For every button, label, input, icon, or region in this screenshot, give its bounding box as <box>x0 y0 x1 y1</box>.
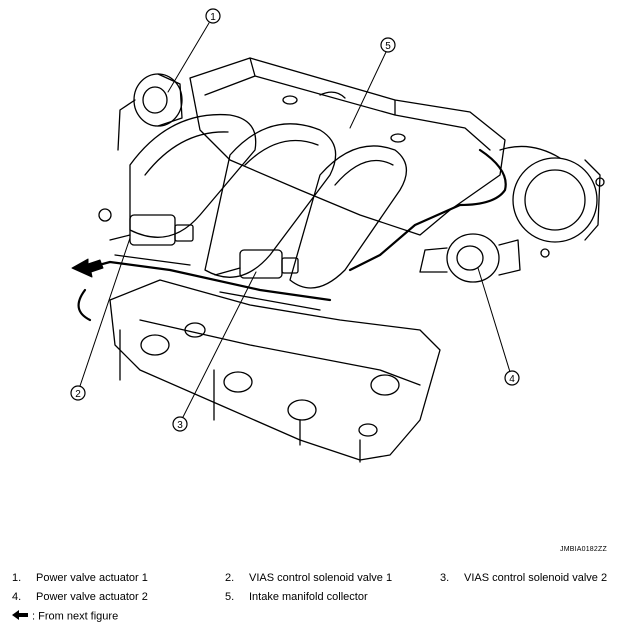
callout-circle-1 <box>205 8 221 24</box>
intake-manifold-illustration: 1 2 3 4 5 <box>70 8 605 463</box>
callout-number-5: 5 <box>385 41 391 52</box>
power-valve-actuator-2 <box>419 233 521 283</box>
legend-num-1: 1. <box>12 572 22 584</box>
arrow-note-text: : From next figure <box>32 610 119 623</box>
legend-label-4: Power valve actuator 2 <box>36 591 148 603</box>
throttle-body <box>499 145 605 258</box>
callout-number-3: 3 <box>177 420 183 431</box>
legend-item-4: 4. Power valve actuator 2 <box>12 591 148 603</box>
legend-label-5: Intake manifold collector <box>249 591 368 603</box>
figure-id: JMBIA0182ZZ <box>560 546 607 553</box>
legend-item-3: 3. VIAS control solenoid valve 2 <box>440 572 607 584</box>
legend-label-1: Power valve actuator 1 <box>36 572 148 584</box>
power-valve-actuator-1 <box>117 73 183 151</box>
legend-item-2: 2. VIAS control solenoid valve 1 <box>225 572 392 584</box>
legend-label-3: VIAS control solenoid valve 2 <box>464 572 608 584</box>
arrow-note: : From next figure <box>12 610 118 623</box>
legend-item-1: 1. Power valve actuator 1 <box>12 572 148 584</box>
legend-label-2: VIAS control solenoid valve 1 <box>249 572 393 584</box>
callout-number-2: 2 <box>75 389 81 400</box>
callout-leaders <box>79 22 511 424</box>
callout-number-1: 1 <box>210 12 216 23</box>
legend-item-5: 5. Intake manifold collector <box>225 591 368 603</box>
callout-circle-2 <box>70 385 86 401</box>
vias-solenoid-valve-1 <box>98 208 194 266</box>
legend-num-4: 4. <box>12 591 22 603</box>
callout-circle-4 <box>504 370 520 386</box>
legend-row-2: 4. Power valve actuator 2 5. Intake manifo… <box>12 591 622 610</box>
legend: 1. Power valve actuator 1 2. VIAS control … <box>12 572 622 622</box>
lower-manifold <box>109 279 441 463</box>
legend-row-1: 1. Power valve actuator 1 2. VIAS control … <box>12 572 622 591</box>
callout-number-4: 4 <box>509 374 515 385</box>
legend-num-5: 5. <box>225 591 235 603</box>
from-next-figure-arrow <box>71 258 104 278</box>
callout-circle-5 <box>380 37 396 53</box>
intake-manifold-collector <box>189 57 506 236</box>
intake-runners <box>129 113 407 289</box>
callout-markers <box>70 8 520 432</box>
legend-num-2: 2. <box>225 572 235 584</box>
callout-circle-3 <box>172 416 188 432</box>
left-arrow-icon <box>12 610 32 623</box>
vias-solenoid-valve-2 <box>214 249 321 311</box>
legend-num-3: 3. <box>440 572 450 584</box>
